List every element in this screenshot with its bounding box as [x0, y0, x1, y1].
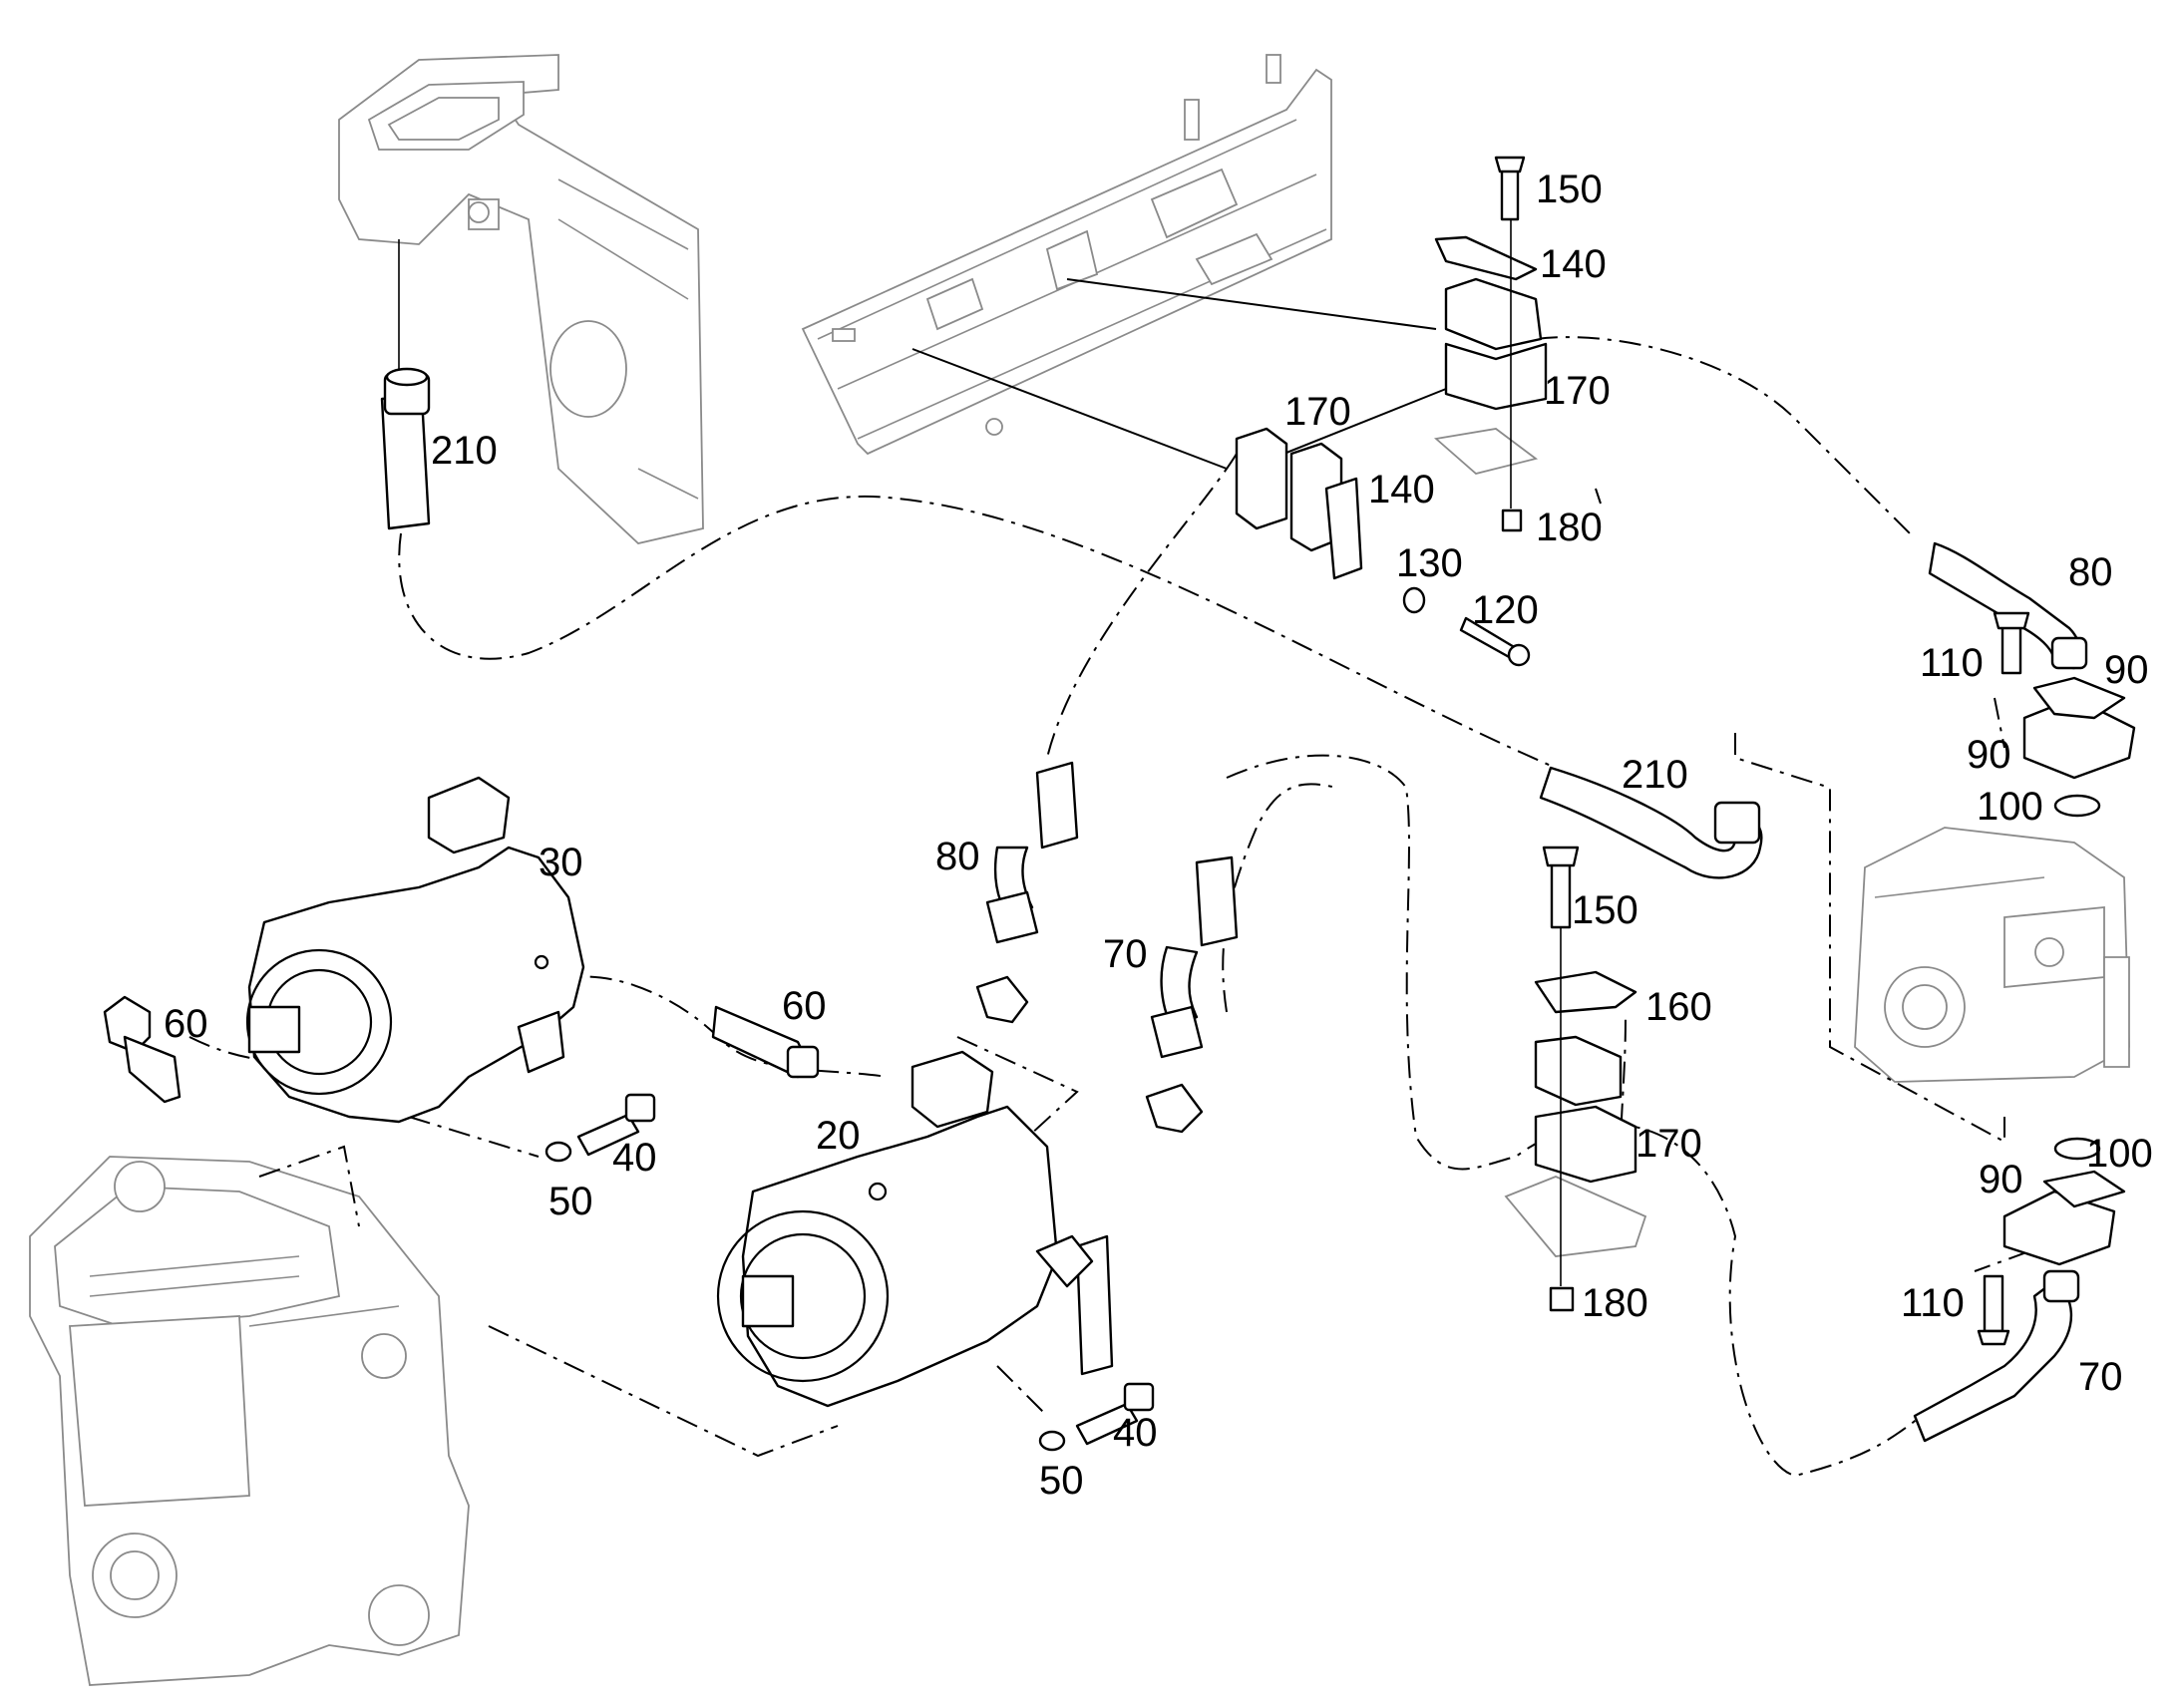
callout-150-mid: 150: [1572, 888, 1638, 932]
callout-210-top-left: 210: [431, 429, 498, 473]
callout-150-top: 150: [1536, 168, 1603, 211]
callout-labels: 150 140 170 170 140 180 130 120 210 80 1…: [164, 168, 2153, 1503]
callout-210-mid: 210: [1622, 753, 1688, 797]
clamp-assembly-lower: [1504, 846, 1647, 1312]
callout-70-center: 70: [1103, 932, 1148, 976]
chassis-frame: [801, 54, 1332, 456]
callout-60-left: 60: [164, 1002, 208, 1046]
hose-70-center: [1145, 855, 1239, 1134]
callout-40-center: 40: [1113, 1411, 1158, 1455]
callout-90-right: 90: [2104, 648, 2149, 692]
hose-210-upper: [380, 239, 431, 530]
callout-20: 20: [816, 1114, 861, 1158]
clamp-assembly-upper: [1235, 427, 1531, 667]
callout-130: 130: [1396, 541, 1463, 585]
main-pump-housing: [1854, 827, 2130, 1083]
callout-170-upper-left: 170: [1284, 390, 1351, 434]
hose-60-left: [103, 995, 182, 1104]
callout-110-top: 110: [1920, 641, 1984, 685]
callout-110-bottom: 110: [1901, 1281, 1965, 1325]
clamp-assembly-top-right: [1433, 156, 1548, 532]
hydraulic-motor-30: [245, 776, 585, 1124]
callout-120: 120: [1472, 588, 1539, 632]
callout-80-center: 80: [935, 835, 980, 878]
transmission-housing: [29, 1156, 470, 1686]
callout-40-left: 40: [612, 1136, 657, 1180]
callout-90-left: 90: [1967, 733, 2011, 777]
callout-170-upper-right: 170: [1544, 369, 1611, 413]
callout-170-lower: 170: [1635, 1122, 1702, 1166]
callout-100-bottom: 100: [2086, 1132, 2153, 1176]
callout-140-mid: 140: [1368, 468, 1435, 512]
hose-210-lower: [1539, 766, 1763, 879]
hose-80-upper: [1928, 541, 2088, 670]
callout-80-top-right: 80: [2068, 550, 2113, 594]
flange-upper: [1993, 611, 2136, 818]
callout-70-bottom: 70: [2078, 1355, 2123, 1399]
callout-50-center: 50: [1039, 1459, 1084, 1503]
callout-180-top: 180: [1536, 506, 1603, 549]
bolt-washer-center: [1038, 1382, 1155, 1452]
flange-lower: [1913, 1137, 2126, 1443]
callout-100-top: 100: [1977, 785, 2043, 829]
callout-90-bottom: 90: [1979, 1158, 2023, 1201]
callout-160: 160: [1645, 985, 1712, 1029]
hydraulic-motor-20: [716, 1050, 1114, 1408]
hose-80-center: [975, 761, 1079, 1024]
callout-50-left: 50: [548, 1180, 593, 1223]
cab-frame: [338, 54, 704, 544]
callout-140-top: 140: [1540, 242, 1607, 286]
bolt-washer-left: [545, 1093, 656, 1163]
callout-60-center: 60: [782, 984, 827, 1028]
callout-180-bottom: 180: [1582, 1281, 1648, 1325]
callout-30: 30: [539, 841, 583, 884]
hose-60-center: [711, 1005, 820, 1079]
